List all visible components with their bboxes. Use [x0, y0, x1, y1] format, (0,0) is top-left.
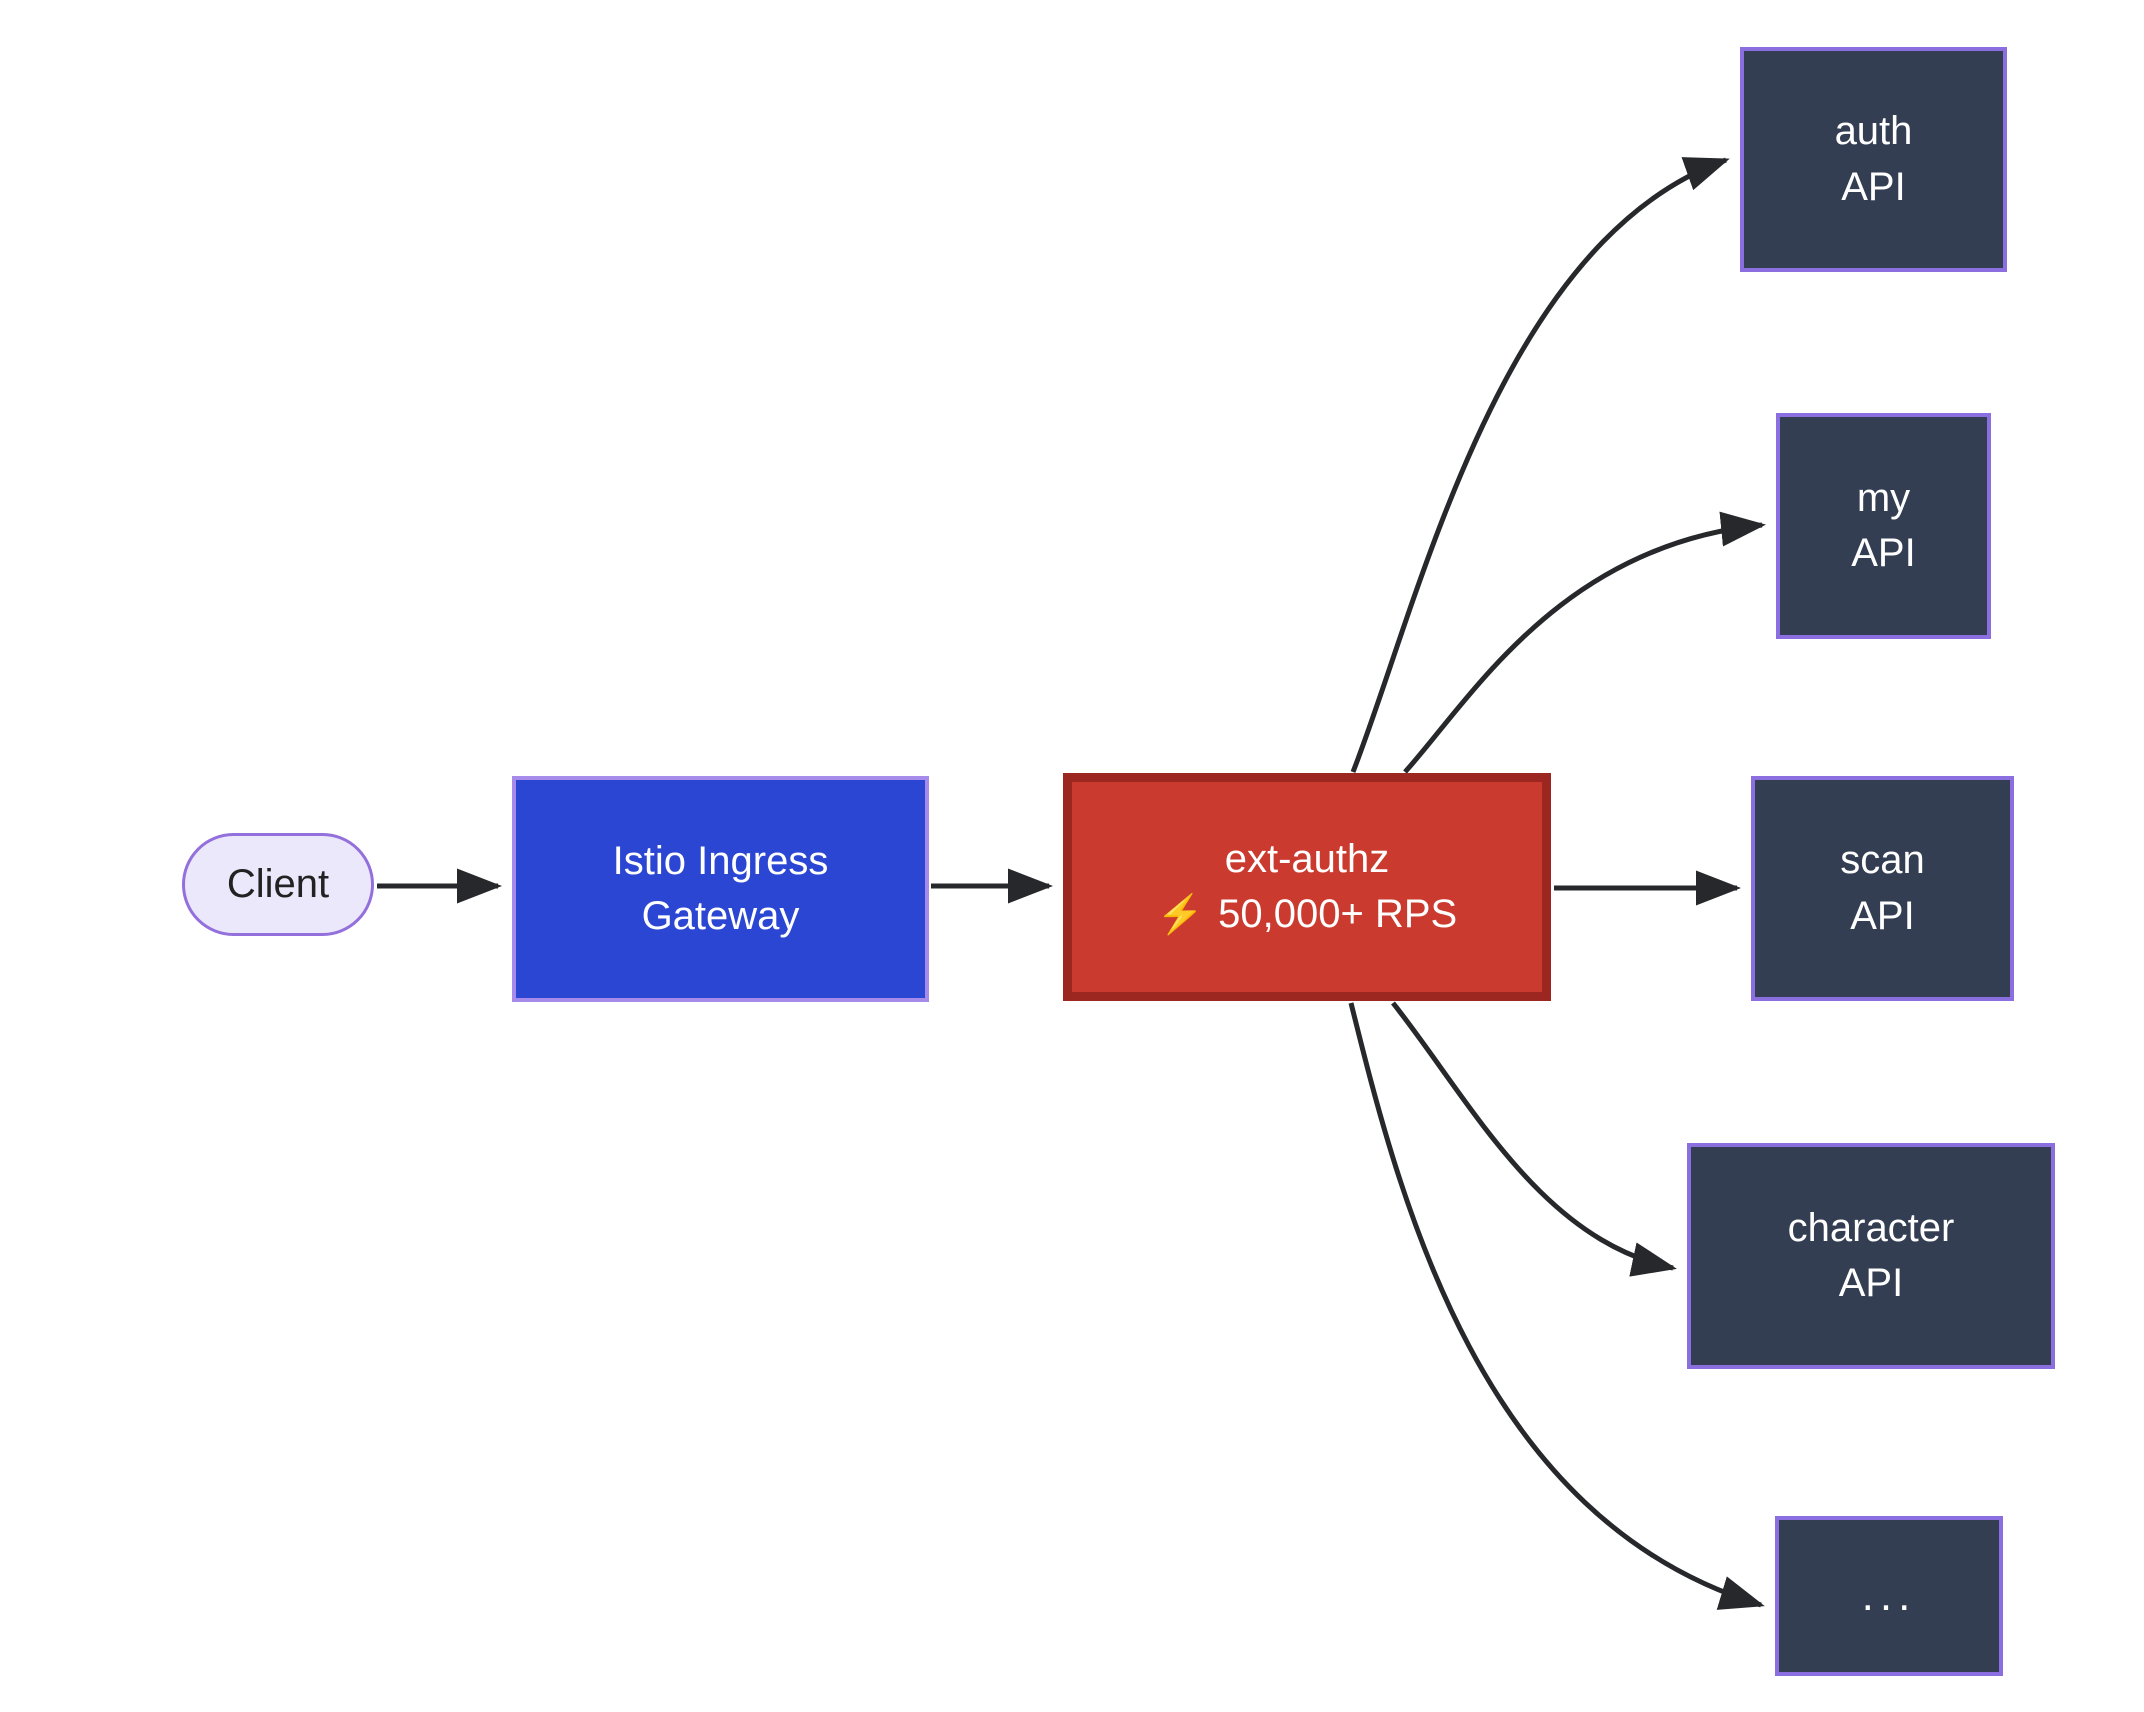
gateway-node-label-line1: Istio Ingress: [612, 838, 829, 883]
gateway-node-label-line2: Gateway: [641, 894, 800, 938]
lightning-bolt-icon: ⚡: [1156, 893, 1205, 936]
auth-api-label-line1: auth: [1834, 109, 1913, 154]
scan-api-label-line1: scan: [1840, 838, 1925, 883]
more-apis-label: ...: [1861, 1570, 1917, 1620]
character-api-label-line2: API: [1838, 1261, 1904, 1305]
my-api-node[interactable]: my API: [1776, 413, 1991, 639]
client-node[interactable]: Client: [182, 833, 374, 936]
ext-authz-node-label: ext-authz: [1224, 836, 1390, 881]
client-node-label: Client: [226, 861, 330, 906]
ext-authz-rps-label: 50,000+ RPS: [1218, 892, 1458, 936]
ext-authz-throughput: ⚡ 50,000+ RPS: [1157, 887, 1457, 942]
ext-authz-node[interactable]: ext-authz ⚡ 50,000+ RPS: [1063, 773, 1551, 1001]
istio-ingress-gateway-node[interactable]: Istio Ingress Gateway: [512, 776, 929, 1002]
my-api-label-line2: API: [1851, 531, 1916, 575]
my-api-label-line1: my: [1856, 475, 1911, 520]
more-apis-node[interactable]: ...: [1775, 1516, 2003, 1676]
edge-ext-authz-to-character-api: [1391, 1001, 1677, 1277]
scan-api-label-line2: API: [1850, 893, 1915, 938]
edge-ext-authz-to-my-api: [1403, 511, 1766, 774]
scan-api-node[interactable]: scan API: [1751, 776, 2014, 1001]
auth-api-node[interactable]: auth API: [1740, 47, 2007, 272]
auth-api-label-line2: API: [1841, 164, 1906, 209]
character-api-label-line1: character: [1787, 1205, 1955, 1250]
character-api-node[interactable]: character API: [1687, 1143, 2055, 1369]
edge-ext-authz-to-auth-api: [1350, 157, 1730, 773]
